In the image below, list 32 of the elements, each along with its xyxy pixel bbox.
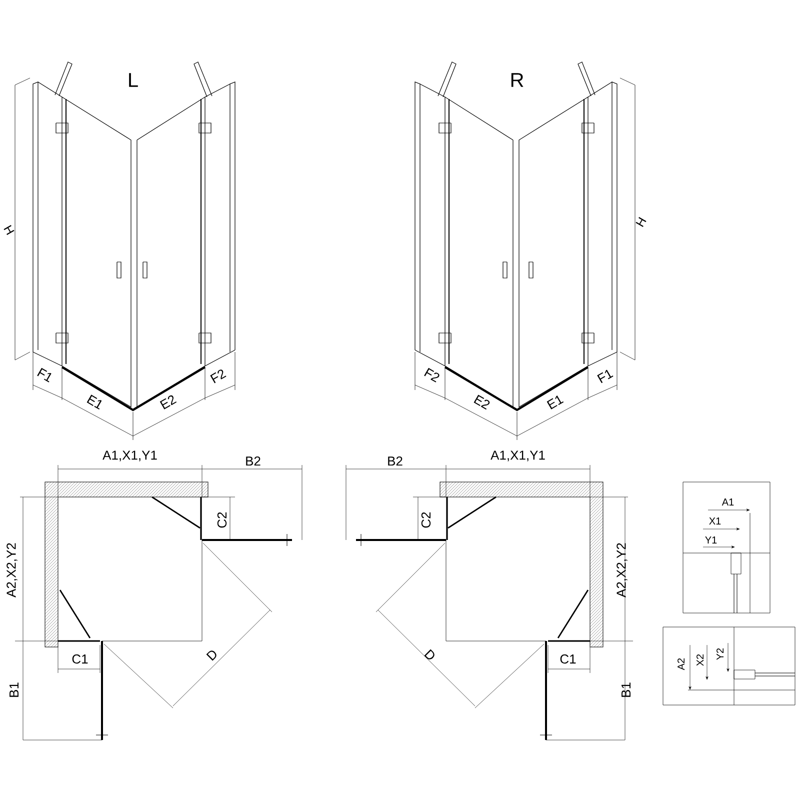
dimension-label: D	[206, 650, 216, 661]
dimension-label: E2	[160, 395, 177, 410]
dimension-label: B1	[622, 682, 630, 697]
dimension-label: A1	[722, 498, 734, 506]
dimension-label: A1,X1,Y1	[102, 450, 157, 462]
dimension-label: F1	[37, 368, 52, 382]
dimension-label: A2	[678, 658, 684, 670]
dimension-label: E1	[86, 394, 102, 410]
dimension-label: C1	[72, 654, 88, 664]
dimension-label: Y1	[705, 536, 717, 544]
dimension-label: A2,X2,Y2	[6, 543, 18, 598]
dimension-label: X1	[709, 518, 721, 524]
dimension-label: E2	[474, 394, 490, 410]
dimension-label: Y2	[716, 648, 724, 660]
dimension-label: F2	[424, 368, 440, 382]
view-label: R	[511, 73, 524, 87]
dimension-label: C1	[560, 654, 576, 664]
dimension-label: C2	[421, 512, 431, 528]
dimension-label: D	[424, 649, 434, 660]
dimension-label: F2	[210, 370, 226, 384]
dimension-label: X2	[696, 654, 704, 666]
dimension-label: B2	[388, 456, 402, 466]
dimension-label: A2,X2,Y2	[616, 543, 628, 598]
dimension-label: E1	[546, 396, 564, 410]
dimension-label: H	[4, 225, 14, 235]
dimension-label: H	[636, 217, 646, 227]
dimension-label: C2	[217, 512, 227, 528]
dimension-label: B2	[246, 456, 260, 466]
dimension-label: F1	[597, 370, 614, 384]
dimension-label: A1,X1,Y1	[490, 450, 545, 462]
view-label: L	[129, 73, 138, 87]
dimension-label: B1	[10, 682, 18, 697]
